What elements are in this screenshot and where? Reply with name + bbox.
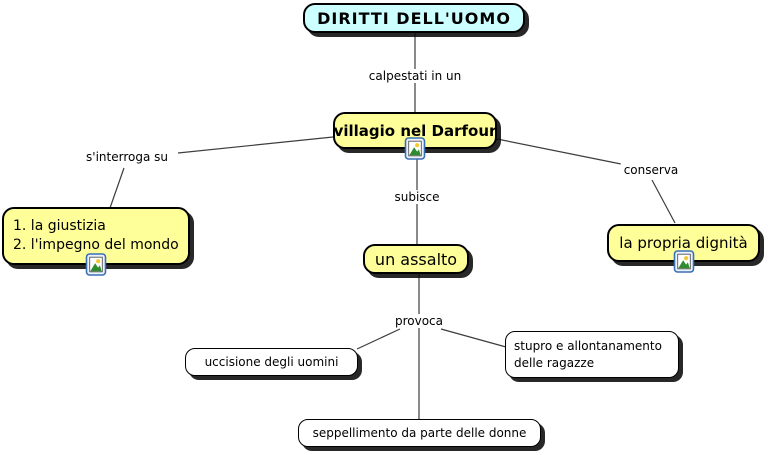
connector-village-interroga <box>177 136 334 154</box>
concept-label: la propria dignità <box>619 234 748 252</box>
connector-provoca-rape <box>440 328 507 348</box>
link-label-conserva[interactable]: conserva <box>620 163 682 177</box>
connector-interroga-justice <box>109 167 125 209</box>
connector-provoca-killing <box>356 328 401 350</box>
concept-node-village[interactable]: villagio nel Darfour <box>333 112 497 160</box>
concept-label-line2: 2. l'impegno del mondo <box>13 237 179 253</box>
concept-label: un assalto <box>374 249 458 269</box>
connector-village-conserva <box>496 138 622 165</box>
concept-label: stupro e allontanamento delle ragazze <box>514 338 662 370</box>
concept-label: seppellimento da parte delle donne <box>312 426 527 440</box>
concept-node-uccisione[interactable]: uccisione degli uomini <box>185 348 358 376</box>
link-label-provoca[interactable]: provoca <box>391 314 447 328</box>
concept-node-dignita[interactable]: la propria dignità <box>607 224 760 273</box>
concept-node-seppellimento[interactable]: seppellimento da parte delle donne <box>298 419 541 447</box>
image-resource-icon[interactable] <box>85 253 107 276</box>
image-resource-icon[interactable] <box>673 250 694 273</box>
concept-node-diritti-uomo[interactable]: DIRITTI DELL'UOMO <box>303 3 525 33</box>
connector-conserva-dignity <box>651 179 676 224</box>
concept-node-assalto[interactable]: un assalto <box>363 244 469 274</box>
image-resource-icon[interactable] <box>404 137 426 160</box>
concept-label: uccisione degli uomini <box>204 355 339 369</box>
link-label-calpestati[interactable]: calpestati in un <box>365 69 465 83</box>
concept-node-stupro[interactable]: stupro e allontanamento delle ragazze <box>505 331 679 378</box>
concept-label-line1: 1. la giustizia <box>13 218 106 234</box>
concept-label: DIRITTI DELL'UOMO <box>317 8 511 28</box>
concept-node-giustizia[interactable]: 1. la giustizia 2. l'impegno del mondo <box>2 207 190 276</box>
link-label-subisce[interactable]: subisce <box>391 190 443 204</box>
concept-label: villagio nel Darfour <box>333 121 497 140</box>
link-label-interroga[interactable]: s'interroga su <box>83 150 171 164</box>
